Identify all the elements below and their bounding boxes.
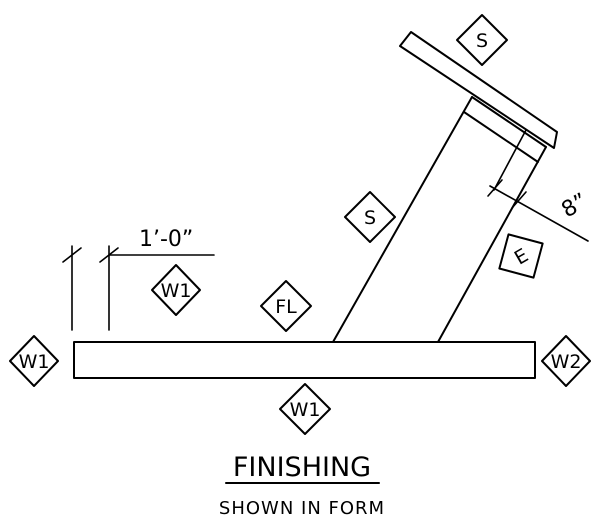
thickness-tick-1	[487, 179, 503, 197]
thickness-dimension-line	[489, 185, 589, 242]
svg-text:S: S	[364, 207, 376, 229]
svg-text:W1: W1	[290, 399, 321, 421]
tag-e-end: E	[498, 233, 544, 279]
wall-left-edge	[332, 96, 473, 343]
base-slab	[73, 341, 536, 379]
thickness-extension	[493, 129, 527, 191]
offset-tick-left	[62, 247, 82, 263]
thickness-tick-2	[511, 191, 527, 209]
svg-text:S: S	[476, 30, 488, 52]
svg-text:W2: W2	[551, 351, 582, 373]
svg-text:W1: W1	[19, 351, 50, 373]
top-cap	[399, 31, 558, 149]
offset-tick-right	[99, 247, 119, 263]
svg-text:W1: W1	[161, 280, 192, 302]
tag-w1-upper: W1	[151, 264, 201, 316]
wall-top-edge	[471, 96, 547, 148]
caption-title: FINISHING	[233, 452, 371, 483]
tag-s-wall: S	[344, 191, 396, 243]
tag-w1-left: W1	[9, 335, 59, 387]
tag-w1-bottom: W1	[279, 383, 331, 435]
tag-s-top: S	[456, 14, 508, 66]
thickness-dimension-text: 8”	[558, 189, 593, 223]
wall-inner-line	[463, 111, 539, 163]
tag-w2-right: W2	[541, 335, 591, 387]
caption-subtitle: SHOWN IN FORM	[219, 498, 385, 519]
offset-dimension-text: 1’-0”	[139, 227, 193, 252]
wall-right-edge	[437, 146, 547, 343]
svg-text:FL: FL	[275, 296, 297, 318]
tag-fl-floor: FL	[260, 280, 312, 332]
